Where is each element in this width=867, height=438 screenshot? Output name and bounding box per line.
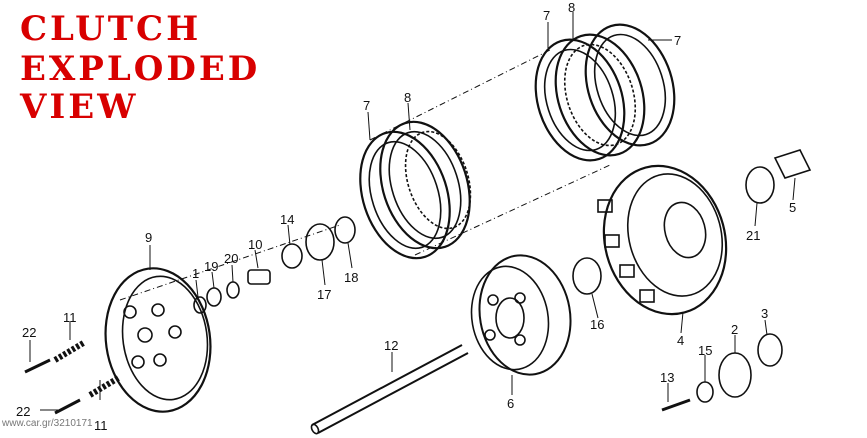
part-10-lifter [247, 269, 271, 285]
clutch-plates-front [359, 120, 472, 260]
part-22b-bolt [54, 398, 81, 415]
clutch-center-hub [470, 254, 572, 376]
push-rod [310, 344, 469, 435]
label-11a: 11 [63, 310, 77, 325]
label-22b: 22 [16, 404, 31, 419]
label-11b: 11 [94, 418, 108, 433]
part-2-gear [718, 352, 752, 398]
part-11b-spring [88, 374, 122, 398]
label-15: 15 [698, 343, 713, 358]
leader-lines [29, 12, 796, 411]
part-22a-bolt [24, 358, 51, 374]
label-13: 13 [660, 370, 675, 385]
part-18-washer [334, 216, 356, 244]
label-18: 18 [344, 270, 359, 285]
label-1: 1 [192, 266, 200, 281]
title-line-1: CLUTCH [20, 9, 202, 49]
label-22a: 22 [22, 325, 37, 340]
label-7c: 7 [363, 98, 371, 113]
part-3-bearing [757, 333, 783, 367]
part-19-bearing [206, 287, 222, 307]
title-line-2: EXPLODED [20, 49, 261, 89]
small-parts [24, 149, 812, 415]
part-16-thrust-washer [572, 257, 602, 295]
alignment-lines [119, 49, 611, 301]
label-8a: 8 [568, 0, 576, 15]
watermark-text: www.car.gr/3210171 [2, 418, 93, 429]
part-14-nut [281, 243, 303, 269]
label-6: 6 [507, 396, 515, 411]
label-19: 19 [204, 259, 219, 274]
label-8b: 8 [404, 90, 412, 105]
part-1-washer [193, 296, 207, 314]
label-16: 16 [590, 317, 605, 332]
pressure-plate [104, 267, 212, 413]
label-17: 17 [317, 287, 332, 302]
clutch-plates-rear [534, 23, 676, 162]
label-12: 12 [384, 338, 399, 353]
title-line-3: VIEW [20, 87, 139, 127]
label-20: 20 [224, 251, 239, 266]
label-21: 21 [746, 228, 761, 243]
part-13-bolt [661, 398, 691, 412]
label-3: 3 [761, 306, 769, 321]
part-15-washer [696, 381, 714, 403]
label-2: 2 [731, 322, 739, 337]
label-7a: 7 [543, 8, 551, 23]
label-9: 9 [145, 230, 153, 245]
label-14: 14 [280, 212, 295, 227]
label-10: 10 [248, 237, 263, 252]
part-11a-spring [53, 339, 87, 363]
label-7b: 7 [674, 33, 682, 48]
clutch-outer-basket [597, 164, 728, 316]
part-5-collar [773, 149, 812, 179]
part-20-washer [226, 281, 240, 299]
part-17-lockwasher [305, 223, 335, 261]
label-5: 5 [789, 200, 797, 215]
label-4: 4 [677, 333, 685, 348]
part-21-needle-bearing [745, 166, 775, 204]
